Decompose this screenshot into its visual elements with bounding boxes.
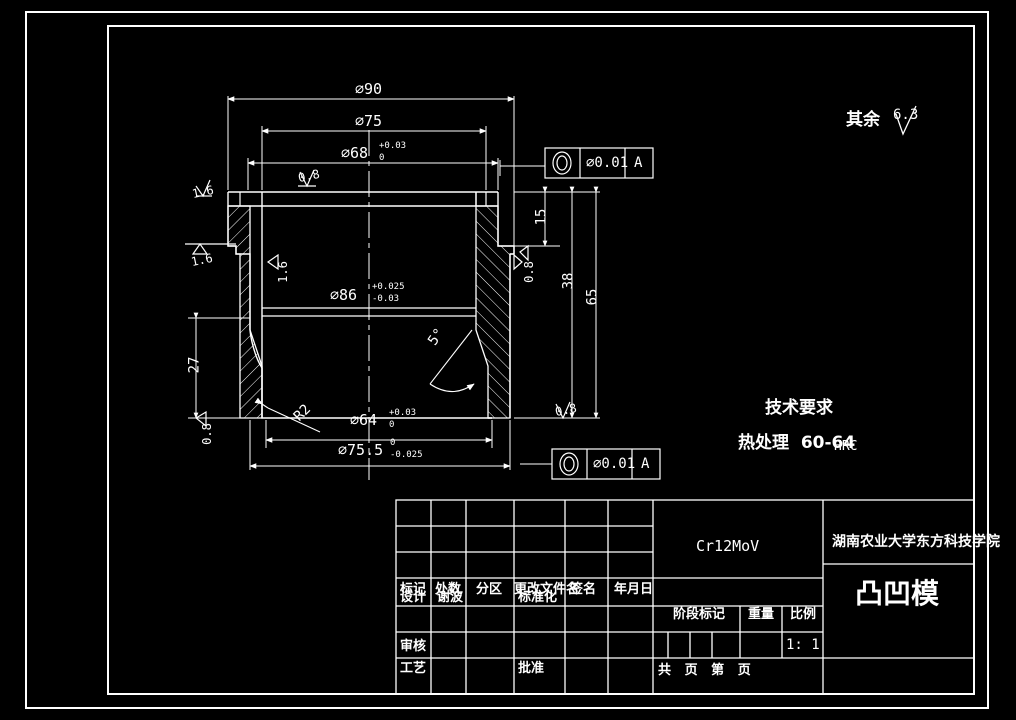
tolerance-datum-top: A [634,155,643,171]
dim-h27: 27 [186,356,203,374]
dim-d86-lower: -0.03 [372,294,400,304]
dim-d755-upper: 0 [390,438,396,448]
dim-h65: 65 [584,288,601,306]
tb-institution: 湖南农业大学东方科技学院 [832,534,1000,550]
general-roughness-label: 其余 [846,110,880,130]
dim-d86: ⌀86 [330,286,358,304]
tech-requirements-unit: HRC [834,439,858,454]
dim-lines-left [188,312,262,419]
tb-header-biaoji: 标记 [400,582,427,597]
dim-d68-upper: +0.03 [379,141,407,151]
tolerance-value-bottom: ⌀0.01 [593,456,636,472]
tb-header-chushu: 处数 [435,582,462,597]
surface-finish-inner-right: 0.8 [521,261,536,283]
tb-approve-label: 批准 [518,661,545,676]
tolerance-datum-bottom: A [641,456,650,472]
gt-leader-lines [499,160,552,465]
surface-finish-bottom-left: 0.8 [199,423,214,445]
dim-d64-upper: +0.03 [389,408,417,418]
tb-stage-mark: 阶段标记 [673,607,726,622]
tb-ratio: 比例 [790,607,817,622]
dim-d86-upper: +0.025 [372,282,405,292]
surface-finish-symbols [185,169,571,428]
title-block-grid [395,499,975,695]
hatch-region-right [475,205,515,419]
tb-review-label: 审核 [400,639,427,654]
top-step-lines [239,192,487,206]
tb-header-nianyueri: 年月日 [614,582,654,597]
dim-d68: ⌀68 [341,144,369,162]
tb-process-label: 工艺 [400,661,427,676]
tb-material: Cr12MoV [696,537,760,555]
tb-header-fenqu: 分区 [476,582,503,597]
dim-h38: 38 [560,272,577,290]
general-roughness-symbol [895,105,917,136]
tech-requirements-title: 技术要求 [765,398,833,418]
tb-scale-value: 1: 1 [786,637,820,653]
dim-lines-right [514,186,600,419]
dim-d64: ⌀64 [350,411,378,429]
tb-sheet-total: 共 页 第 页 [658,663,751,678]
dim-lines-bottom [249,420,511,470]
tb-standardize-label: 标准化 [518,590,558,605]
dim-h15: 15 [533,208,550,226]
surface-finish-inner-left: 1.6 [275,261,290,283]
tb-design-label: 设计 [400,590,427,605]
dim-d90: ⌀90 [355,80,383,98]
dim-d68-lower: 0 [379,153,385,163]
hatch-region-left [227,205,263,419]
tolerance-frame-boxes [544,147,661,480]
part-outline [227,191,498,419]
dim-d75: ⌀75 [355,112,383,130]
tb-design-name: 谢波 [437,590,464,605]
general-roughness-value: 6.3 [893,107,919,123]
tolerance-value-top: ⌀0.01 [586,155,629,171]
tech-requirements-line1: 热处理 60-64 [738,433,856,453]
dim-lines-top [227,96,515,246]
tb-header-genggai: 更改文件名 [514,582,580,597]
dim-d755-lower: -0.025 [390,450,423,460]
tb-header-qianming: 签名 [570,582,597,597]
tb-part-title: 凸凹模 [855,577,940,610]
dim-d64-lower: 0 [389,420,395,430]
r2-leader [254,397,321,433]
tb-weight: 重量 [748,607,775,622]
angle-leader [429,329,475,393]
dim-d755: ⌀75.5 [338,441,384,459]
